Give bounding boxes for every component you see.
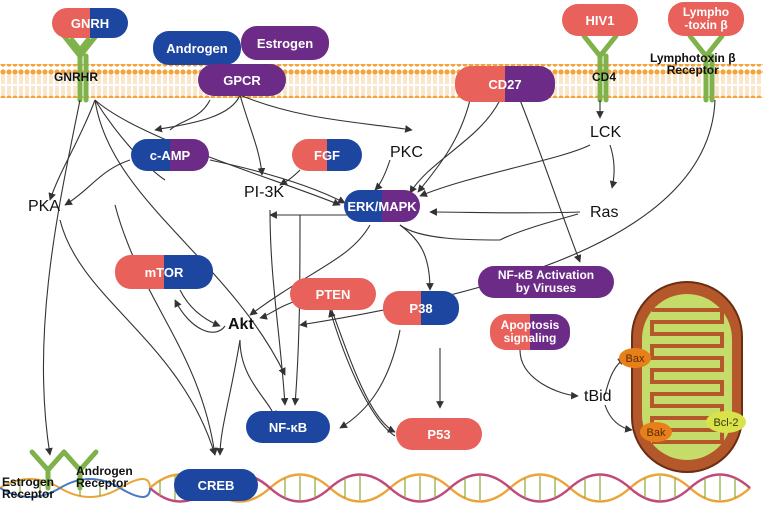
mitochondrion-icon xyxy=(631,281,743,473)
bak-node xyxy=(640,422,672,442)
gnrhr-receptor-icon xyxy=(61,33,99,103)
lymphotoxin-receptor-line1: Lymphotoxin β xyxy=(650,51,736,65)
lymphotoxin-line1: Lympho xyxy=(682,5,730,19)
bcl2-node xyxy=(706,411,746,433)
bak-label: Bak xyxy=(647,427,666,439)
nfkb-node: NF-κB xyxy=(246,411,330,443)
gnrhr-label: GNRHR xyxy=(54,70,98,84)
akt-label: Akt xyxy=(228,316,254,333)
bcl2-label: Bcl-2 xyxy=(713,417,738,429)
androgen-node: Androgen xyxy=(153,31,241,65)
androgen-receptor-icon xyxy=(61,449,99,491)
cd27-node: CD27 xyxy=(455,66,555,102)
androgen-receptor-line1: Androgen xyxy=(76,464,133,478)
pka-label: PKA xyxy=(28,198,61,215)
lymphotoxin-node: Lympho -toxin β xyxy=(668,2,744,36)
lck-label: LCK xyxy=(590,124,622,141)
nfkb-viruses-line2: by Viruses xyxy=(515,281,577,295)
lymphotoxin-receptor-icon xyxy=(687,33,725,103)
ras-label: Ras xyxy=(590,204,619,221)
pkc-label: PKC xyxy=(390,144,423,161)
apoptosis-line1: Apoptosis xyxy=(500,318,560,332)
lymphotoxin-receptor-line2: Receptor xyxy=(666,63,719,77)
p38-node: P38 xyxy=(383,291,459,325)
apoptosis-line2: signaling xyxy=(503,331,557,345)
estrogen-node: Estrogen xyxy=(241,26,329,60)
androgen-receptor-line2: Receptor xyxy=(76,476,129,490)
nfkb-viruses-line1: NF-κB Activation xyxy=(497,268,595,282)
hiv1-node: HIV1 xyxy=(562,4,638,36)
estrogen-receptor-icon xyxy=(29,449,67,491)
lymphotoxin-receptor-label: Lymphotoxin β Receptor xyxy=(650,52,736,76)
bax-label: Bax xyxy=(626,353,645,365)
estrogen-receptor-line1: Estrogen xyxy=(2,475,55,489)
cd4-receptor-icon xyxy=(581,33,619,103)
androgen-receptor-label: Androgen Receptor xyxy=(76,465,133,489)
pi3k-label: PI-3K xyxy=(244,184,285,201)
creb-node: CREB xyxy=(174,469,258,501)
cd4-label: CD4 xyxy=(592,70,617,84)
gnrh-node: GNRH xyxy=(52,8,128,38)
p53-node: P53 xyxy=(396,418,482,450)
tbid-label: tBid xyxy=(584,388,612,405)
estrogen-receptor-label: Estrogen Receptor xyxy=(2,476,54,500)
mtor-node: mTOR xyxy=(115,255,213,289)
pten-node: PTEN xyxy=(290,278,376,310)
cell-membrane xyxy=(0,64,763,98)
apoptosis-node: Apoptosis signaling xyxy=(490,314,570,350)
gpcr-node: GPCR xyxy=(198,64,286,96)
camp-node: c-AMP xyxy=(131,139,209,171)
fgf-node: FGF xyxy=(292,139,362,171)
estrogen-receptor-line2: Receptor xyxy=(2,487,55,501)
erk-mapk-node: ERK/MAPK xyxy=(344,190,420,222)
bax-node xyxy=(619,348,651,368)
nfkb-viruses-node: NF-κB Activation by Viruses xyxy=(478,266,614,298)
lymphotoxin-line2: -toxin β xyxy=(684,18,728,32)
